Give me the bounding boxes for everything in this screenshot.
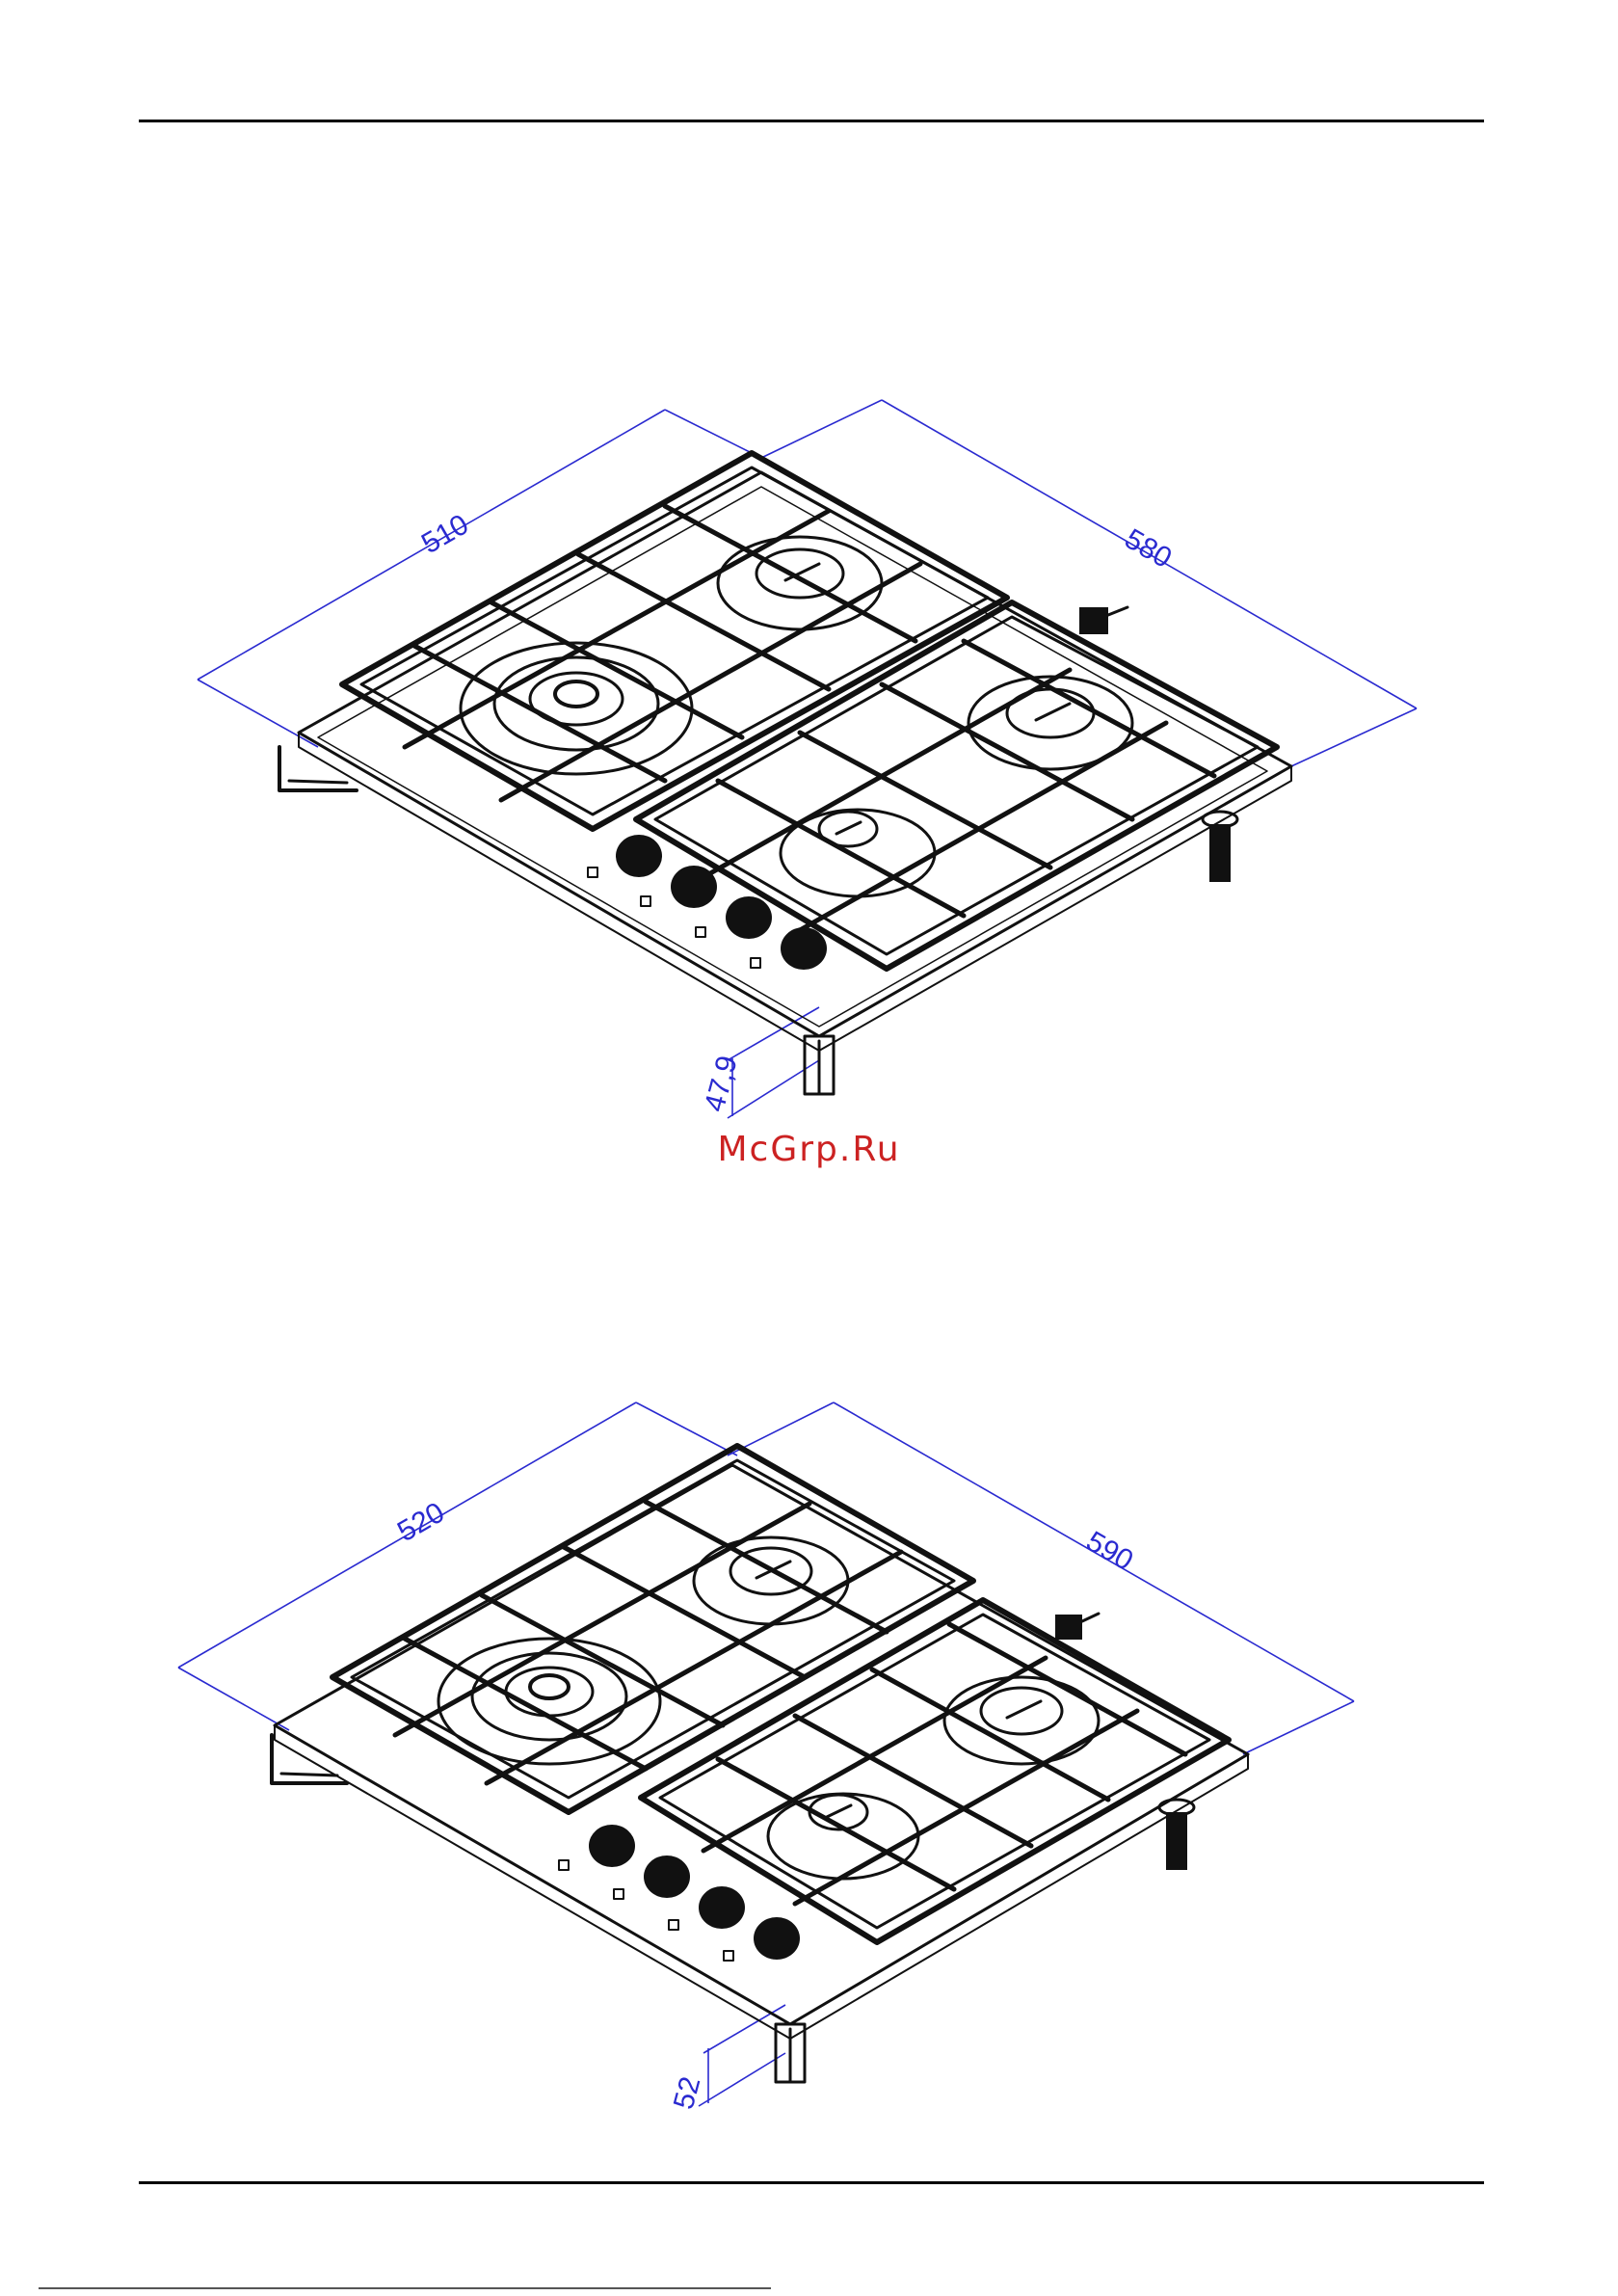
burner-rear-right-1 (968, 677, 1132, 769)
height-label-1: 47,9 (699, 1053, 744, 1115)
control-knobs-1 (588, 835, 827, 970)
control-knobs-2 (559, 1825, 800, 1961)
burner-wok-2 (438, 1639, 660, 1764)
burner-wok-1 (461, 643, 692, 774)
height-dimension-2: 52 (668, 2005, 785, 2113)
knob-icon (616, 835, 662, 877)
hob-drawing-1: 510 580 47,9 (0, 366, 1618, 1137)
power-plug-1 (1079, 607, 1127, 634)
knob-icon (671, 866, 717, 908)
knob-icon (726, 896, 772, 939)
height-dimension-1: 47,9 (699, 1007, 819, 1118)
knob-icon (644, 1855, 690, 1898)
knob-icon (589, 1825, 635, 1867)
burner-front-right-2 (768, 1794, 918, 1879)
burner-front-right-1 (781, 810, 935, 896)
depth-label-2: 520 (392, 1496, 450, 1548)
width-label-1: 580 (1120, 522, 1178, 574)
depth-label-1: 510 (416, 508, 474, 560)
knob-icon (699, 1886, 745, 1929)
knob-icon (781, 927, 827, 970)
width-dimension-1: 580 (761, 400, 1417, 766)
height-label-2: 52 (668, 2073, 707, 2113)
depth-dimension-1: 510 (198, 410, 761, 747)
power-plug-2 (1055, 1614, 1099, 1640)
width-label-2: 590 (1081, 1525, 1139, 1577)
footer-line (39, 2287, 771, 2289)
watermark-text: McGrp.Ru (0, 1130, 1618, 1169)
bottom-rule (139, 2181, 1484, 2184)
burner-rear-left-2 (694, 1537, 848, 1624)
hob-drawing-2: 520 590 52 (0, 1359, 1618, 2130)
knob-icon (754, 1917, 800, 1960)
top-rule (139, 120, 1484, 122)
burner-rear-left-1 (718, 537, 882, 629)
